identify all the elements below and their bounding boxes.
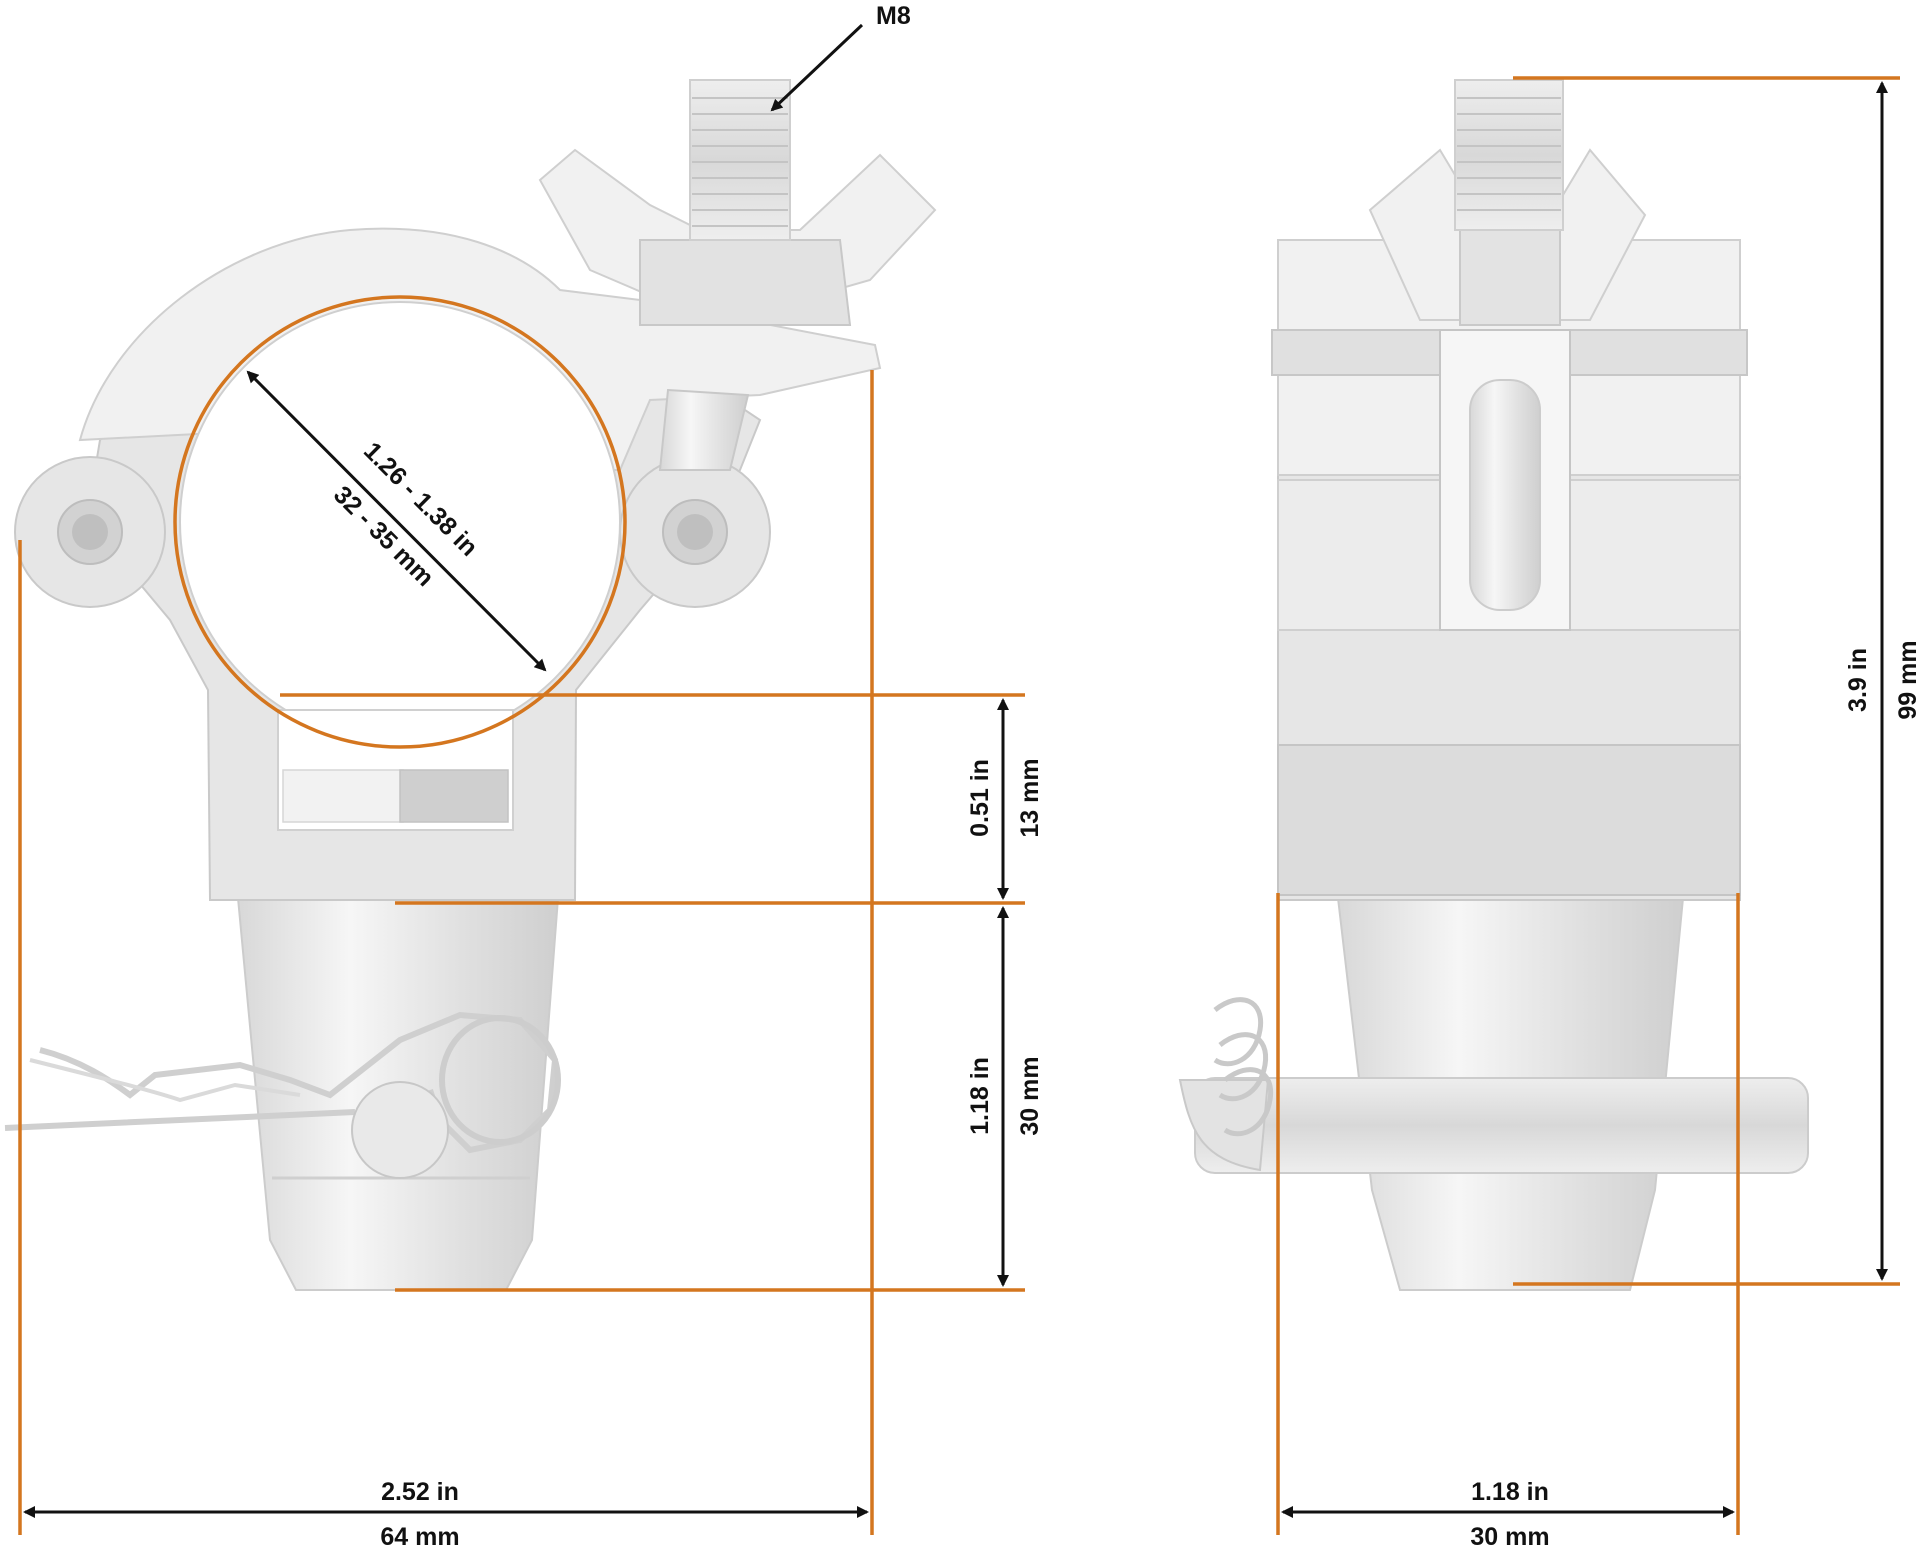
height-mm-label: 99 mm [1894, 640, 1920, 719]
tube-diameter-circle [173, 295, 627, 749]
dimension-lines [18, 76, 1900, 1535]
bolt-stem [658, 388, 750, 471]
spigot-mm-label: 30 mm [1016, 1056, 1044, 1135]
thread-leader [770, 23, 864, 112]
safety-pin [4, 1011, 559, 1154]
spigot-in-label: 1.18 in [966, 1057, 994, 1135]
side-width-in-label: 1.18 in [1471, 1478, 1549, 1506]
gap-in-label: 0.51 in [966, 759, 994, 837]
gap-mm-label: 13 mm [1016, 758, 1044, 837]
thread-front [689, 79, 791, 241]
front-view-clamp [4, 79, 937, 1291]
height-in-label: 3.9 in [1844, 648, 1872, 712]
front-width-mm-label: 64 mm [380, 1523, 459, 1551]
front-width-in-label: 2.52 in [381, 1478, 459, 1506]
dimension-arrows [23, 23, 1888, 1518]
side-view-clamp [1178, 79, 1809, 1291]
thread-label: M8 [876, 2, 911, 30]
tube-diameter-arrow [246, 370, 547, 672]
tube-opening [179, 301, 621, 743]
side-pin [1194, 1077, 1809, 1174]
side-width-mm-label: 30 mm [1470, 1523, 1549, 1551]
side-spring [1213, 997, 1274, 1137]
thread-side [1454, 79, 1564, 231]
